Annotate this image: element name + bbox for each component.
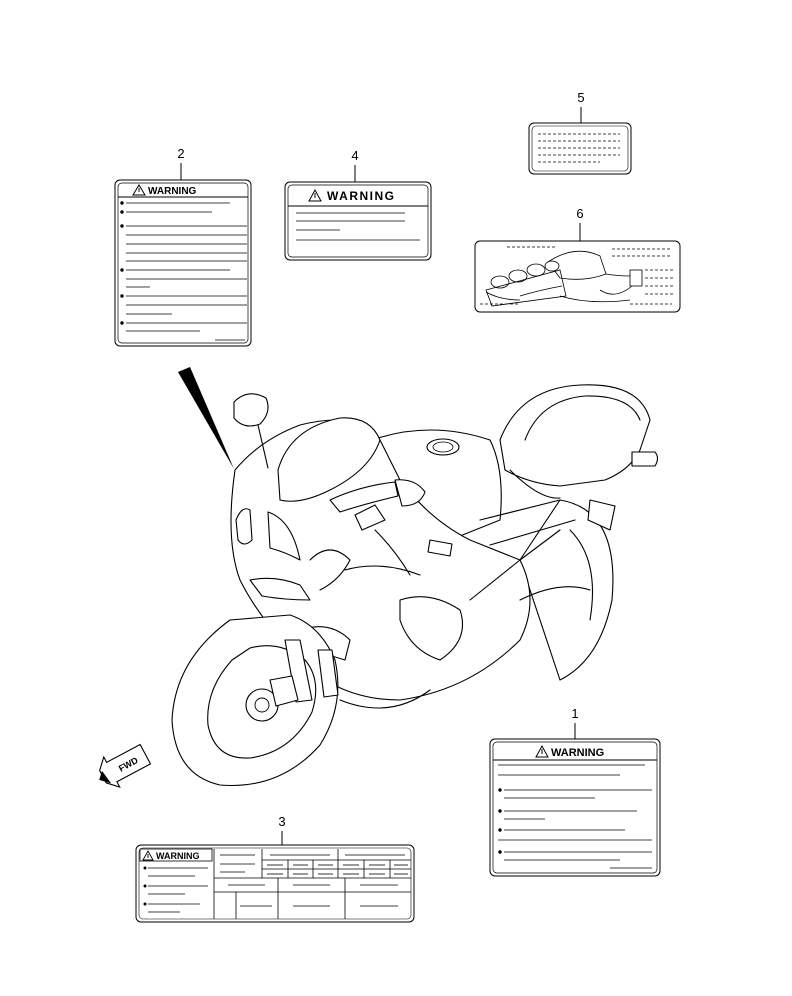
label-4-heading: WARNING — [327, 189, 396, 203]
label-5[interactable]: 5 — [528, 90, 632, 175]
label-1[interactable]: 1 WARNING — [489, 706, 661, 877]
motorcycle-illustration — [171, 384, 659, 787]
label-5-outline — [528, 122, 632, 175]
warning-triangle-icon — [308, 188, 322, 202]
label-2[interactable]: 2 WARNING — [114, 146, 252, 347]
label-3-heading: WARNING — [156, 851, 200, 861]
callout-number-3: 3 — [278, 814, 285, 829]
label-2-outline — [114, 179, 252, 347]
fwd-arrow-icon[interactable]: FWD — [91, 739, 153, 793]
label-3-table — [213, 849, 411, 919]
warning-triangle-icon — [132, 184, 146, 196]
label-3[interactable]: 3 WARNING — [135, 814, 415, 923]
label-1-heading: WARNING — [551, 747, 604, 759]
callout-number-4: 4 — [351, 148, 358, 163]
label-4[interactable]: 4 WARNING — [284, 148, 432, 261]
label-2-heading: WARNING — [148, 186, 197, 197]
callout-number-2: 2 — [177, 146, 184, 161]
callout-number-6: 6 — [576, 206, 583, 221]
warning-triangle-icon — [535, 744, 549, 758]
callout-number-5: 5 — [577, 90, 584, 105]
label-2-text-lines — [120, 201, 247, 341]
pointer-wedge — [178, 367, 234, 469]
callout-number-1: 1 — [571, 706, 578, 721]
throttle-body-illustration — [485, 250, 643, 307]
warning-triangle-icon — [142, 850, 154, 861]
label-1-outline — [489, 738, 661, 877]
label-3-outline — [135, 844, 415, 923]
label-6[interactable]: 6 — [474, 206, 681, 313]
